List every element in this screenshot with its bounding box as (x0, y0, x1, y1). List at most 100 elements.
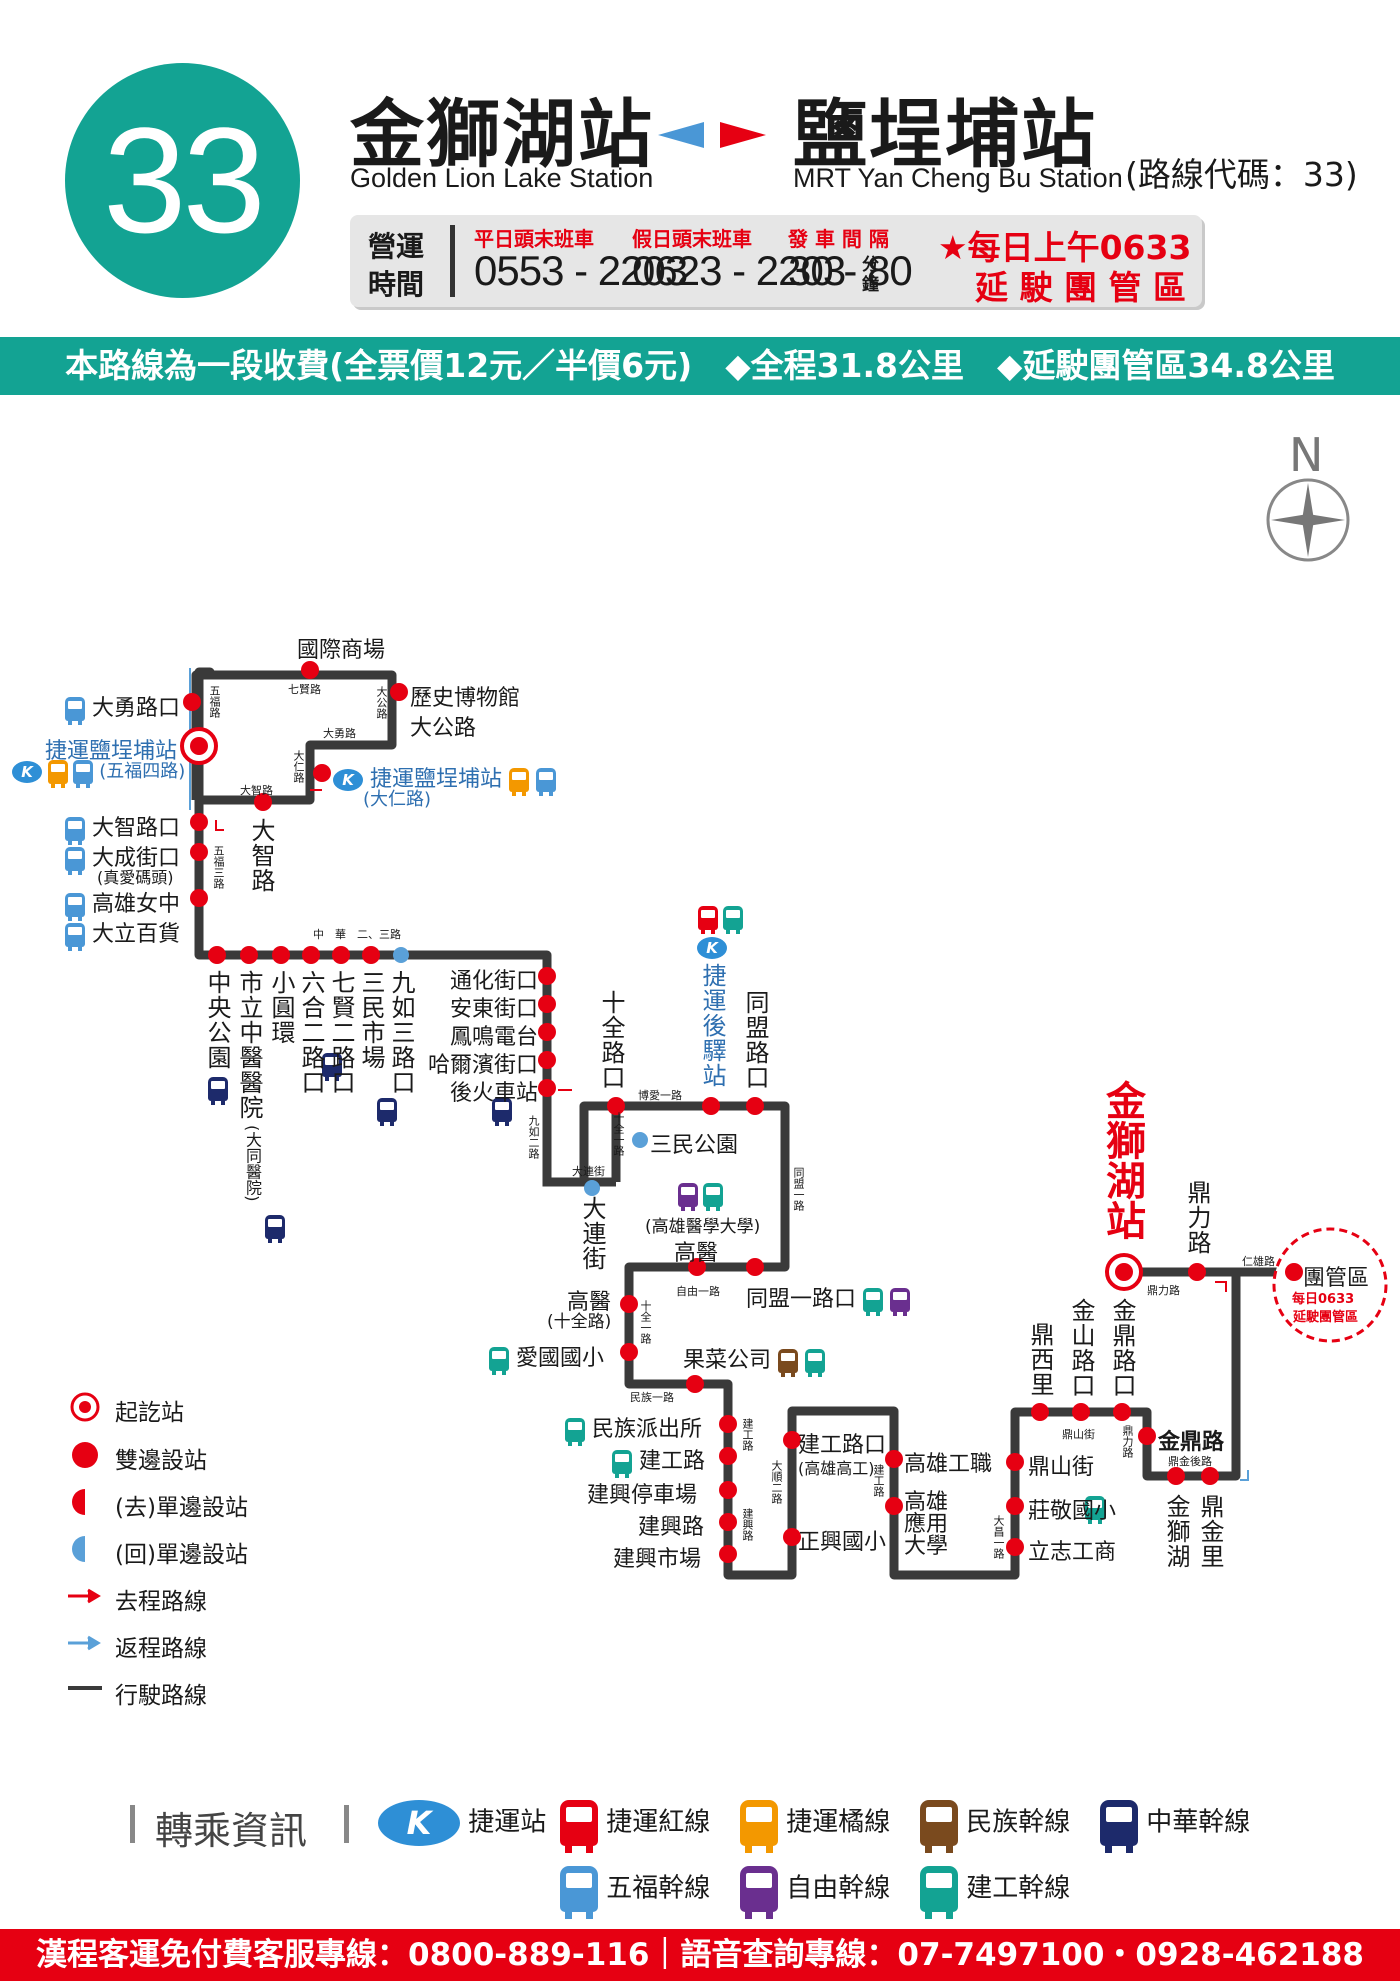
stop-dot-mrt-back (702, 1097, 720, 1115)
stop-label-dalian: 大連街 (578, 1196, 606, 1271)
weekday-value: 0553 - 2203 (474, 247, 688, 294)
stop-label-lishi: 歷史博物館 (410, 686, 521, 711)
stop-dot-tongmeng (746, 1097, 764, 1115)
jiangong-bus-icon (863, 1288, 884, 1316)
stop-dots (183, 661, 1219, 1563)
stop-dot-sanmin-park (632, 1132, 648, 1148)
stop-dot-liuhe (302, 946, 320, 964)
return-arrow-dingjin (1240, 1470, 1249, 1481)
mrt-orange-icon (740, 1800, 778, 1853)
stop-label-jianxing-mkt: 建興市場 (613, 1547, 702, 1572)
hours-title-2: 時間 (368, 268, 425, 301)
stop-label-jinding-rd: 金鼎路 (1158, 1430, 1225, 1455)
terminal-dot-jinshihu (1115, 1263, 1133, 1281)
road-label-boai: 博愛一路 (638, 1089, 682, 1102)
legend-terminal-dot (79, 1401, 91, 1413)
compass-icon (1266, 478, 1350, 562)
road-label-dingli2: 鼎力路 (1147, 1284, 1180, 1297)
operating-hours-box: 營運 時間 平日頭末班車 0553 - 2203 假日頭末班車 0623 - 2… (350, 215, 1202, 307)
stop-dot-tuanguan (1285, 1263, 1303, 1281)
customer-service-footer: 漢程客運免付費客服專線：0800-889-116｜語音查詢專線：07-74971… (0, 1929, 1400, 1981)
stop-dot-shiquan (607, 1097, 625, 1115)
stop-label-tongmeng1: 同盟一路口 (746, 1281, 911, 1316)
stop-dot-lizhi (1006, 1538, 1024, 1556)
transfer-mrt: K 捷運站 (378, 1800, 546, 1846)
stop-label-dacheng: 大成街口 (65, 840, 180, 875)
interval-unit: 分鐘 (862, 255, 879, 295)
mrt-icon: K (12, 761, 42, 783)
stop-label-sanmin-park: 三民公園 (650, 1133, 739, 1158)
road-label-dingli: 鼎力路 (1121, 1425, 1134, 1458)
legend-go-one-label: (去)單邊設站 (115, 1495, 248, 1521)
jiangong-bus-icon (723, 906, 744, 934)
road-label-renxiong: 仁雄路 (1242, 1255, 1275, 1268)
stop-dot-andong (538, 995, 556, 1013)
stop-dot-tonghua (538, 967, 556, 985)
road-label-jiuru2: 九如二路 (527, 1115, 540, 1159)
return-only-stops (393, 947, 648, 1196)
fare-bar: 本路線為一段收費(全票價12元／半價6元) ◆全程31.8公里 ◆延駛團管區34… (0, 337, 1400, 395)
stop-label-jinshan: 金山路口 (1067, 1298, 1095, 1398)
stop-label-lizhi: 立志工商 (1028, 1540, 1117, 1565)
jiangong-bus-icon (703, 1183, 724, 1211)
stop-label-dayong: 大勇路口 (65, 690, 180, 725)
transfer-jiangong: 建工幹線 (920, 1866, 1070, 1919)
stop-label-kmu-sub: (高雄醫學大學) (645, 1217, 761, 1237)
stop-dot-jinding-rd (1138, 1427, 1156, 1445)
stop-dot-zhengxing (783, 1528, 801, 1546)
stop-dot-jinding-k (1113, 1403, 1131, 1421)
stop-dot-jiuru (393, 947, 409, 963)
wufu-bus-icon (536, 768, 557, 796)
road-label-dachang: 大昌一路 (992, 1515, 1005, 1559)
stop-dot-mrt-daren (313, 764, 331, 782)
legend-both-icon (72, 1442, 98, 1468)
stop-label-fengming: 鳳鳴電台 (450, 1025, 539, 1050)
extension-note-1: ★每日上午0633 (938, 228, 1192, 267)
zhonghua-bus-icon (265, 1215, 286, 1243)
mrt-icon: K (333, 769, 363, 791)
legend-symbols (68, 1392, 102, 1690)
stop-label-dacheng-sub: (真愛碼頭) (97, 868, 174, 887)
stop-label-dingli: 鼎力路 (1183, 1180, 1211, 1255)
road-label-jianxing: 建興路 (741, 1508, 754, 1541)
stop-dot-lishi (390, 683, 408, 701)
stop-label-liuhe: 六合二路口 (297, 970, 325, 1095)
stop-dot-harbin (538, 1051, 556, 1069)
stop-dot-dingxi (1031, 1403, 1049, 1421)
jiangong-bus-icon (1085, 1496, 1106, 1524)
stop-label-tuanguan-note2: 延駛團管區 (1293, 1310, 1359, 1325)
transfer-divider-right (344, 1805, 349, 1843)
road-label-ziyou: 自由一路 (676, 1285, 720, 1298)
legend-go-line-label: 去程路線 (115, 1589, 207, 1615)
road-label-dazhi: 大智路 (240, 784, 273, 797)
road-label-jiangong: 建工路 (741, 1418, 754, 1451)
stop-label-dingxi: 鼎西里 (1026, 1322, 1054, 1397)
legend-back-line-label: 返程路線 (115, 1636, 207, 1662)
wufu-bus-icon (560, 1866, 598, 1919)
stop-label-dagong: 大公路 (410, 716, 477, 741)
stop-dot-kmu2 (620, 1295, 638, 1313)
legend-run-line-icon (68, 1686, 102, 1690)
stop-dot-shili (240, 946, 258, 964)
legend-back-one-label: (回)單邊設站 (115, 1542, 248, 1568)
stop-label-andong: 安東街口 (450, 997, 539, 1022)
wufu-bus-icon (65, 923, 85, 951)
stop-label-guoji: 國際商場 (297, 638, 386, 663)
stop-label-dazhi-k: 大智路口 (65, 810, 180, 845)
legend-back-one-icon (72, 1536, 85, 1562)
holiday-label: 假日頭末班車 (632, 227, 752, 251)
origin-station-english: Golden Lion Lake Station (350, 163, 654, 193)
stop-label-aiguo: 愛國國小 (489, 1340, 604, 1375)
stop-label-minzu-police: 民族派出所 (565, 1411, 702, 1446)
legend-run-line-label: 行駛路線 (115, 1683, 207, 1709)
stop-dot-fengming (538, 1023, 556, 1041)
legend-go-line-icon (68, 1588, 101, 1604)
road-label-dingshan: 鼎山街 (1062, 1428, 1095, 1441)
stop-dot-dacheng (190, 843, 208, 861)
stop-dot-dayong (183, 693, 201, 711)
road-label-daren: 大仁路 (292, 750, 305, 783)
zhonghua-bus-icon (492, 1098, 513, 1126)
jiangong-bus-icon (489, 1347, 509, 1375)
stop-label-jiangong-rd: 建工路 (612, 1443, 705, 1478)
minzu-bus-icon (778, 1349, 799, 1377)
